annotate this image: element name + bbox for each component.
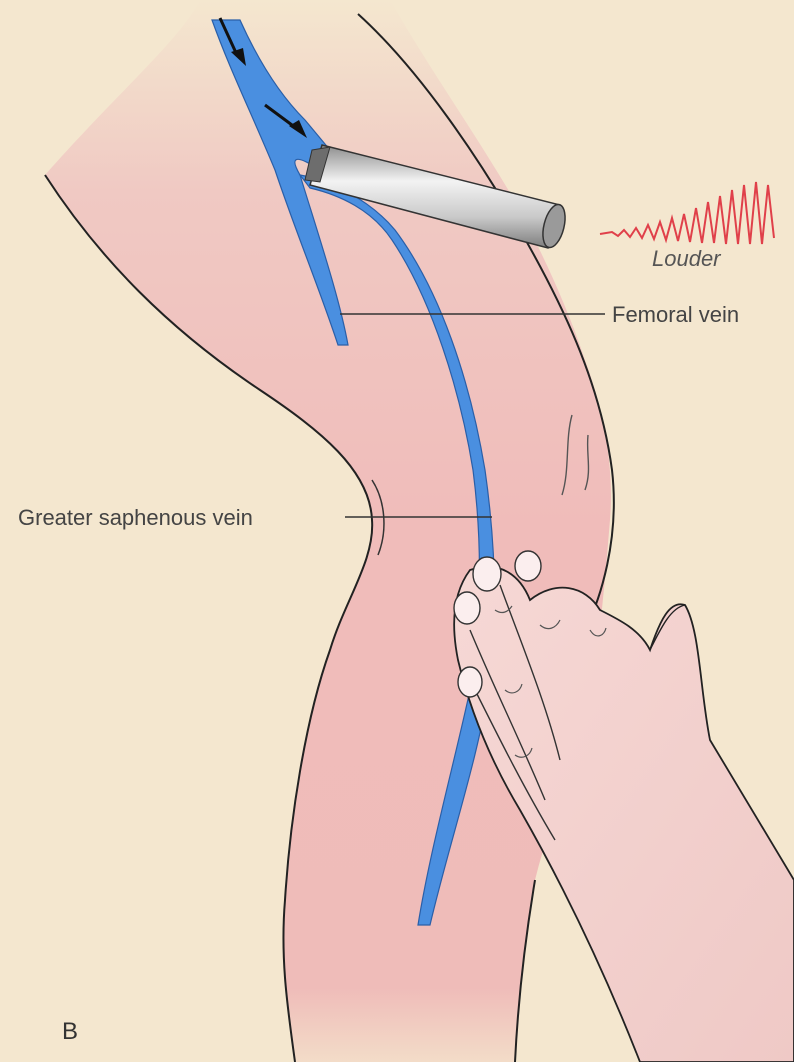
greater-saphenous-vein-label: Greater saphenous vein — [18, 505, 253, 531]
panel-letter: B — [62, 1018, 78, 1046]
louder-label: Louder — [652, 246, 721, 272]
louder-waveform — [600, 182, 774, 244]
femoral-vein-label: Femoral vein — [612, 302, 739, 328]
